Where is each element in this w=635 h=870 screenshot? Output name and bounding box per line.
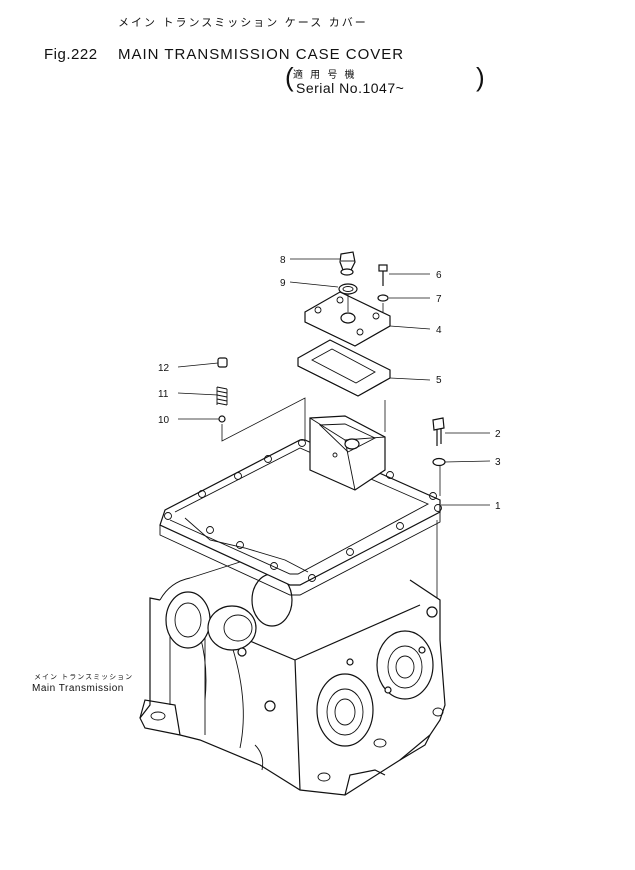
inspection-boss — [309, 415, 386, 491]
callout-5: 5 — [436, 375, 442, 386]
drain-plug — [339, 251, 356, 276]
title-kana: メイン トランスミッション ケース カバー — [118, 16, 368, 29]
page-title: MAIN TRANSMISSION CASE COVER — [118, 46, 405, 63]
o-ring — [338, 283, 358, 295]
callout-numbers: 1 2 3 4 5 6 7 8 9 10 11 12 — [158, 255, 501, 512]
cover-gasket — [159, 439, 442, 596]
callout-4: 4 — [436, 325, 442, 336]
breather-spring — [216, 386, 228, 406]
callout-7: 7 — [436, 294, 442, 305]
callout-8: 8 — [280, 255, 286, 266]
callout-2: 2 — [495, 429, 501, 440]
callout-6: 6 — [436, 270, 442, 281]
gasket-bolt-holes — [164, 439, 442, 582]
cover-bolt-large — [432, 417, 445, 446]
assembly-lines — [221, 294, 441, 598]
breather-cap — [217, 357, 228, 368]
washer-large — [432, 457, 446, 467]
callout-1: 1 — [495, 501, 501, 512]
leader-lines — [177, 258, 491, 506]
breather-ball — [218, 415, 226, 423]
open-paren: ( — [285, 62, 294, 92]
callout-10: 10 — [158, 415, 170, 426]
main-transmission-housing — [139, 561, 446, 796]
figure-number: Fig.222 — [44, 46, 98, 63]
callout-11: 11 — [158, 389, 169, 400]
main-transmission-label: Main Transmission — [32, 683, 124, 694]
cover-plate — [304, 291, 391, 347]
main-transmission-kana: メイン トランスミッション — [34, 673, 134, 681]
cover-bolt-small — [378, 264, 388, 286]
close-paren: ) — [476, 62, 485, 92]
serial-range: Serial No.1047~ — [296, 80, 405, 96]
callout-9: 9 — [280, 278, 286, 289]
applicable-models-label: 適 用 号 機 — [293, 70, 357, 81]
plate-gasket — [297, 339, 391, 397]
callout-3: 3 — [495, 457, 501, 468]
callout-12: 12 — [158, 363, 170, 374]
washer-small — [377, 294, 389, 302]
